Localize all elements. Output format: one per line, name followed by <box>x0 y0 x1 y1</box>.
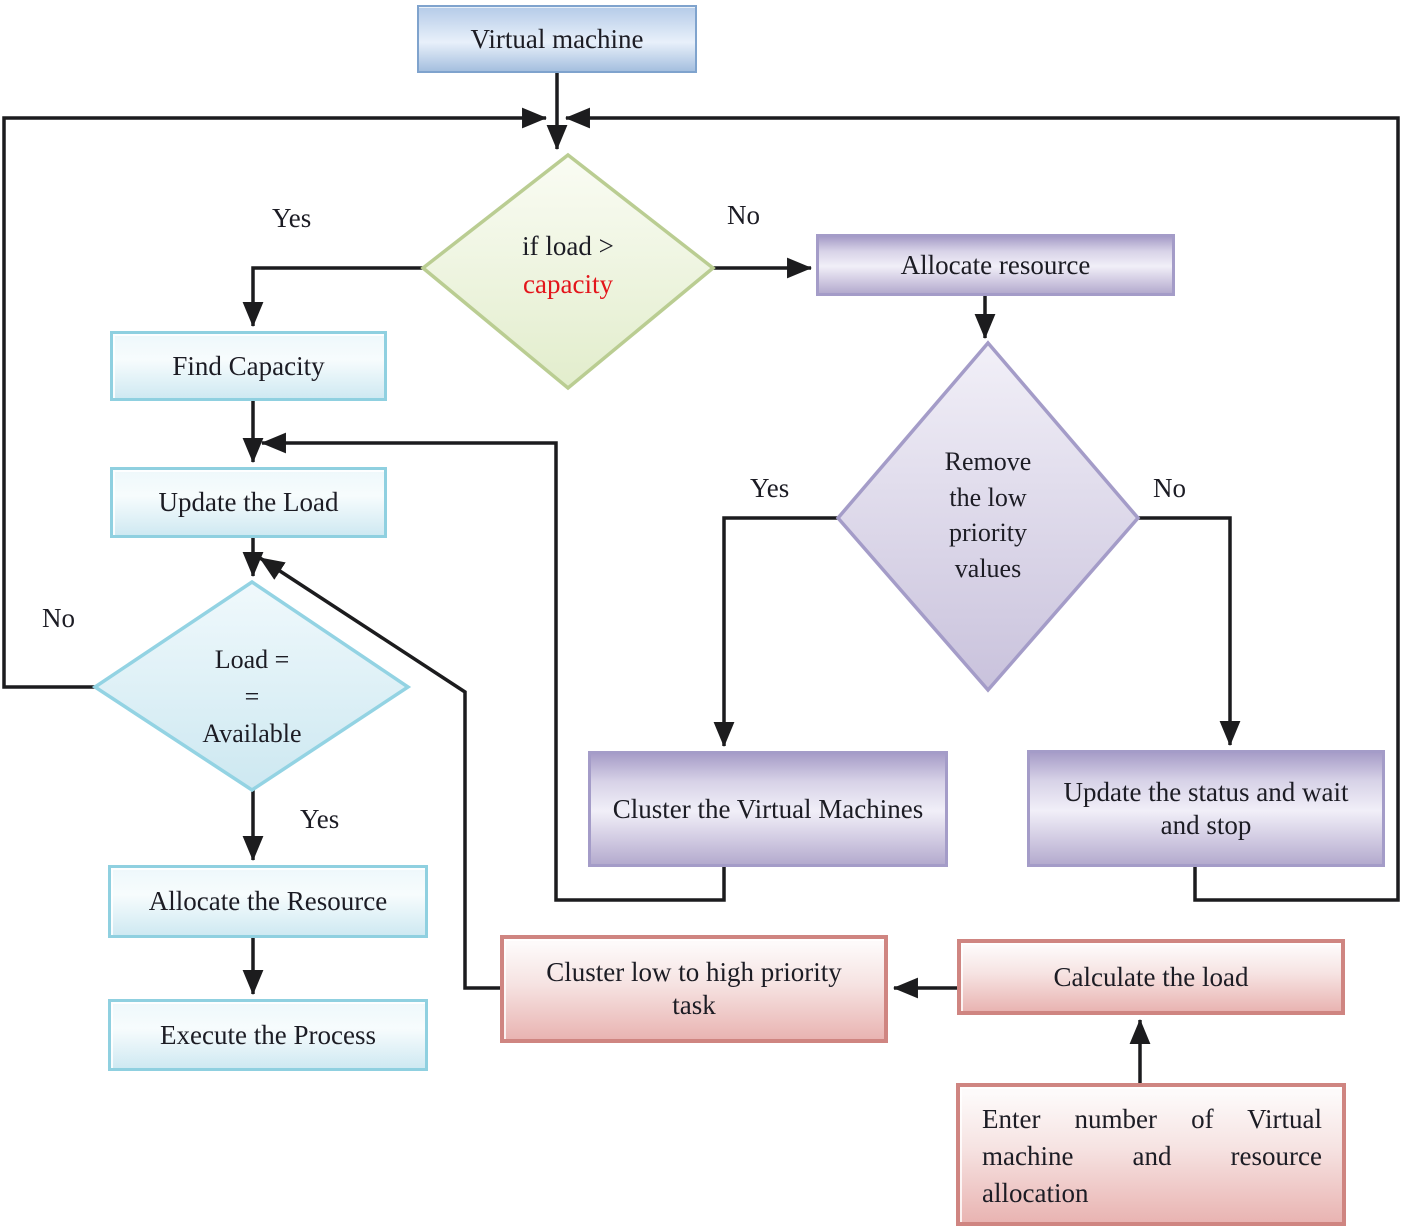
decision-remove-low-priority-text: Remove the low priority values <box>908 444 1068 586</box>
decision-load-equals-diamond <box>91 579 412 793</box>
node-allocate-the-resource: Allocate the Resource <box>108 865 428 938</box>
node-allocate-resource: Allocate resource <box>816 234 1175 296</box>
node-update-load: Update the Load <box>110 467 387 538</box>
node-allocate-resource-label: Allocate resource <box>900 249 1091 280</box>
arrow-no-to-updatestatus <box>1138 516 1241 747</box>
edge-label-yes-load-check: Yes <box>272 203 312 233</box>
node-find-capacity-label: Find Capacity <box>172 350 325 381</box>
node-virtual-machine: Virtual machine <box>417 5 697 73</box>
decision-load-check-text: if load > capacity <box>473 227 663 303</box>
edge-label-no-remove: No <box>1153 473 1186 503</box>
edge-label-no-load-check: No <box>727 200 760 230</box>
node-calculate-load-label: Calculate the load <box>1053 961 1249 992</box>
node-execute-process: Execute the Process <box>108 999 428 1071</box>
remove-line1: Remove <box>944 447 1032 476</box>
arrow-clustertask-feedback <box>259 556 500 990</box>
edge-label-yes-load-equals: Yes <box>300 804 340 834</box>
node-calculate-load: Calculate the load <box>957 939 1345 1015</box>
load-check-line1: if load > <box>522 231 614 261</box>
edge-label-no-load-equals: No <box>42 603 75 633</box>
node-execute-process-label: Execute the Process <box>160 1019 376 1050</box>
remove-line2: the low <box>949 482 1027 512</box>
load-check-line2: capacity <box>523 269 613 299</box>
arrow-clustervm-feedback <box>260 432 726 902</box>
node-update-status: Update the status and wait and stop <box>1027 750 1385 867</box>
node-update-status-label: Update the status and wait and stop <box>1063 776 1349 840</box>
decision-load-equals-text: Load = = Available <box>171 641 333 747</box>
edge-label-yes-remove: Yes <box>750 473 790 503</box>
node-virtual-machine-label: Virtual machine <box>470 23 644 54</box>
node-enter-number: Enter number of Virtual machine and reso… <box>956 1083 1346 1226</box>
remove-line4: values <box>954 553 1022 583</box>
remove-line3: priority <box>949 518 1027 547</box>
decision-load-check-diamond <box>420 152 716 391</box>
node-allocate-the-resource-label: Allocate the Resource <box>148 886 388 916</box>
node-update-load-label: Update the Load <box>158 487 339 517</box>
node-cluster-priority-task: Cluster low to high priority task <box>500 935 888 1043</box>
arrow-yes-to-find-capacity <box>242 266 423 328</box>
node-cluster-priority-task-label: Cluster low to high priority task <box>546 957 842 1020</box>
load-equals-line3: Available <box>202 719 302 747</box>
decision-remove-low-priority-diamond <box>835 340 1141 693</box>
arrow-yes-to-clustervm <box>713 516 838 748</box>
node-cluster-virtual-machines-label: Cluster the Virtual Machines <box>612 793 924 824</box>
arrow-left-feedback-loop <box>2 107 548 689</box>
node-cluster-virtual-machines: Cluster the Virtual Machines <box>588 751 948 867</box>
load-equals-line2: = <box>244 682 260 711</box>
arrow-right-feedback-loop <box>564 107 1400 902</box>
load-equals-line1: Load = <box>214 645 290 674</box>
node-find-capacity: Find Capacity <box>110 331 387 401</box>
node-enter-number-label: Enter number of Virtual machine and reso… <box>982 1104 1322 1208</box>
